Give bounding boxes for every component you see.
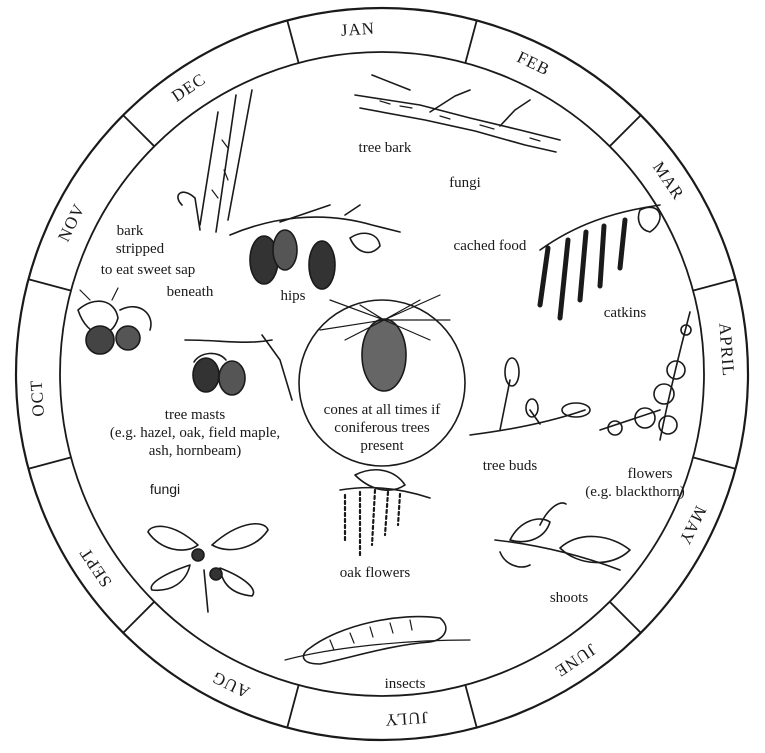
month-label-feb: FEB (514, 47, 553, 79)
month-label-dec: DEC (168, 69, 209, 105)
center-text-line-3: present (306, 438, 458, 455)
label-flowers: flowers (600, 466, 700, 483)
oak-flowers-illustration (340, 470, 430, 555)
month-divider (123, 115, 154, 146)
center-text-line-1: cones at all times if (306, 402, 458, 419)
month-divider (123, 602, 154, 633)
month-label-may: MAY (675, 503, 710, 548)
month-divider (693, 279, 736, 290)
month-divider (465, 685, 476, 728)
month-divider (28, 457, 71, 468)
pine-cone-illustration (320, 295, 450, 391)
label-cached-food: cached food (440, 238, 540, 255)
month-label-july: JULY (384, 708, 429, 730)
label-oak-flowers: oak flowers (320, 565, 430, 582)
stripped-bark-illustration (178, 90, 252, 232)
month-divider (287, 685, 298, 728)
label-tree-masts: tree masts (120, 407, 270, 424)
winged-seeds-illustration (148, 524, 268, 612)
month-divider (610, 115, 641, 146)
insects-illustration (285, 617, 470, 664)
label-tree-masts-examples-1: (e.g. hazel, oak, field maple, (80, 425, 310, 442)
label-tree-bark: tree bark (345, 140, 425, 157)
label-insects: insects (370, 676, 440, 693)
hazel-nuts-illustration (78, 288, 151, 354)
label-catkins: catkins (590, 305, 660, 322)
acorns-illustration (185, 335, 292, 400)
label-fungi-left: fungi (135, 481, 195, 498)
catkins-illustration (540, 205, 660, 318)
center-text-line-2: coniferous trees (306, 420, 458, 437)
month-label-oct: OCT (26, 379, 48, 417)
month-label-jan: JAN (340, 19, 375, 40)
month-divider (610, 602, 641, 633)
label-bark-1: bark (100, 223, 160, 240)
label-fungi-top: fungi (440, 175, 490, 192)
hips-illustration (230, 205, 400, 289)
month-label-april: APRIL (715, 322, 738, 377)
tree-buds-illustration (470, 358, 590, 435)
label-hips: hips (268, 288, 318, 305)
label-tree-buds: tree buds (465, 458, 555, 475)
month-label-nov: NOV (54, 200, 89, 244)
month-label-aug: AUG (208, 667, 252, 702)
label-shoots: shoots (534, 590, 604, 607)
label-bark-2: stripped (100, 241, 180, 258)
label-tree-masts-examples-2: ash, hornbeam) (120, 443, 270, 460)
flowers-illustration (600, 312, 691, 440)
month-divider (465, 20, 476, 63)
label-bark-3: to eat sweet sap (78, 262, 218, 279)
label-flowers-example: (e.g. blackthorn) (565, 484, 705, 501)
label-bark-4: beneath (150, 284, 230, 301)
month-divider (28, 279, 71, 290)
month-divider (287, 20, 298, 63)
shoots-illustration (495, 503, 630, 570)
